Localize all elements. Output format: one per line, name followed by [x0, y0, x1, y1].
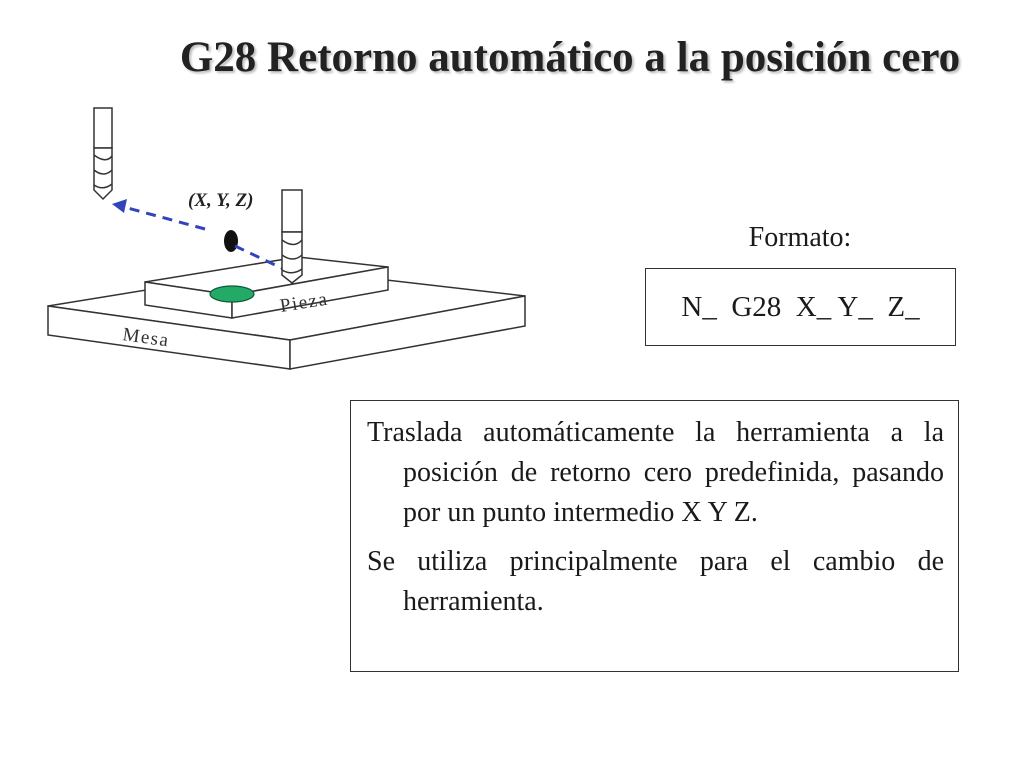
workpiece-block — [144, 256, 389, 319]
format-code-box: N_ G28 X_ Y_ Z_ — [645, 268, 956, 346]
description-paragraph-1: Traslada automáticamente la herramienta … — [367, 417, 944, 528]
coord-label: (X, Y, Z) — [188, 190, 253, 211]
arrowhead-icon — [112, 199, 127, 213]
slide-title: G28 Retorno automático a la posición cer… — [179, 34, 961, 81]
path-point-to-zero-arrow — [123, 205, 206, 231]
workpiece-spot — [209, 285, 255, 303]
end-mill-tool-icon-work — [281, 189, 303, 284]
description-box: Traslada automáticamente la herramienta … — [350, 400, 959, 672]
format-label: Formato: — [748, 222, 852, 253]
end-mill-tool-icon-home — [93, 107, 113, 201]
intermediate-point-marker — [224, 230, 238, 252]
description-paragraph-2: Se utiliza principalmente para el cambio… — [367, 546, 944, 617]
